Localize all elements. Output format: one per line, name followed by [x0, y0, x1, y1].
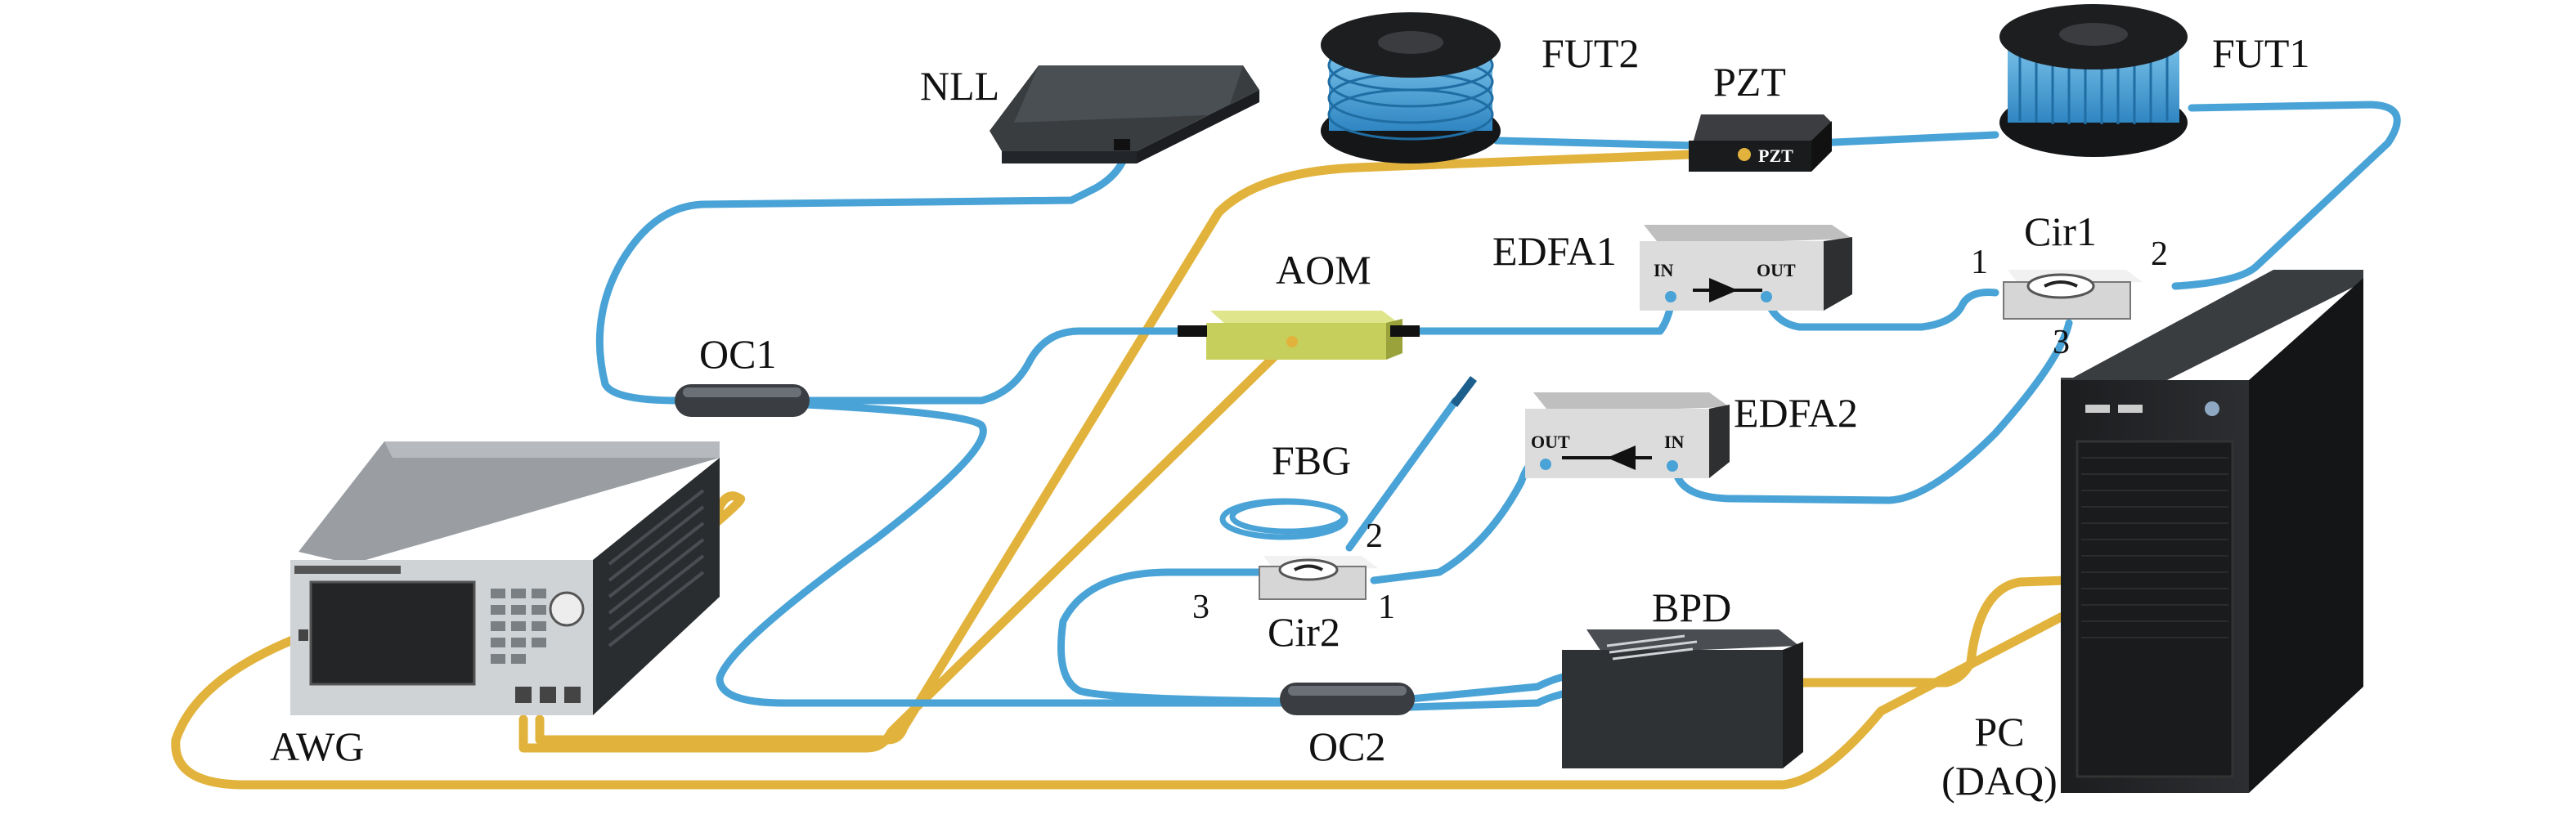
- edfa1-device: [1640, 225, 1852, 311]
- cir2-port-3: 3: [1192, 589, 1209, 626]
- nll-device: [990, 65, 1259, 163]
- cir2-device: [1259, 556, 1378, 600]
- edfa2-in-label: IN: [1664, 432, 1685, 452]
- pc-tower: [2061, 270, 2363, 793]
- label-awg: AWG: [270, 723, 365, 769]
- oc2-device: [1280, 683, 1415, 715]
- edfa1-in-label: IN: [1654, 260, 1674, 280]
- cir2-port-2: 2: [1366, 517, 1383, 555]
- fiber-fut1-cir1: [2171, 101, 2401, 290]
- fbg-coil: [1219, 376, 1477, 540]
- awg-device: [290, 441, 720, 715]
- label-edfa1: EDFA1: [1492, 228, 1617, 274]
- cir1-device: [2003, 270, 2143, 320]
- edfa1-out-label: OUT: [1757, 260, 1796, 280]
- cir1-port-1: 1: [1971, 244, 1988, 281]
- cir1-port-2: 2: [2151, 235, 2168, 273]
- cir1-port-3: 3: [2053, 324, 2070, 361]
- pzt-device: [1689, 114, 1832, 172]
- label-oc2: OC2: [1308, 723, 1386, 769]
- label-fut1: FUT1: [2212, 30, 2310, 76]
- label-fbg: FBG: [1272, 437, 1352, 483]
- label-cir2: Cir2: [1268, 609, 1340, 655]
- fiber-aom-edfa1: [1402, 294, 1676, 335]
- label-edfa2: EDFA2: [1734, 390, 1858, 436]
- fiber-fut2-pzt: [1492, 137, 1697, 150]
- aom-device: [1178, 311, 1420, 360]
- fiber-oc1-oc2: [716, 401, 1288, 707]
- cable-awg-pzt: [535, 146, 1779, 745]
- fiber-nll-oc1: [595, 139, 1133, 405]
- bpd-device: [1562, 629, 1803, 768]
- label-bpd: BPD: [1652, 584, 1732, 630]
- cable-bpd-pc: [1794, 575, 2070, 687]
- label-nll: NLL: [920, 63, 1000, 109]
- cable-awg-left: [171, 612, 2066, 790]
- fut2-spool: [1321, 12, 1501, 163]
- fiber-edfa1-cir1: [1762, 289, 1999, 331]
- pzt-tag-label: PZT: [1758, 146, 1793, 166]
- edfa2-out-label: OUT: [1531, 432, 1570, 452]
- cir2-port-1: 1: [1378, 589, 1395, 626]
- label-fut2: FUT2: [1542, 30, 1640, 76]
- oc1-device: [675, 384, 810, 417]
- label-pc: PC: [1974, 709, 2025, 755]
- label-pc-daq: (DAQ): [1941, 758, 2058, 804]
- label-oc1: OC1: [699, 331, 777, 377]
- cable-awg-aom: [518, 330, 1301, 753]
- label-pzt: PZT: [1713, 59, 1786, 105]
- fut1-spool: [1999, 4, 2188, 157]
- edfa2-device: [1525, 392, 1730, 478]
- fiber-oc1-aom: [801, 327, 1206, 405]
- fiber-cir2-fbg: [1345, 396, 1460, 552]
- fiber-cir2-oc2: [1057, 568, 1288, 705]
- label-cir1: Cir1: [2024, 208, 2097, 254]
- label-aom: AOM: [1276, 247, 1371, 293]
- optical-fibers: [595, 101, 2401, 711]
- cable-awg-side: [707, 491, 746, 544]
- fiber-cir1-edfa2: [1672, 319, 2073, 504]
